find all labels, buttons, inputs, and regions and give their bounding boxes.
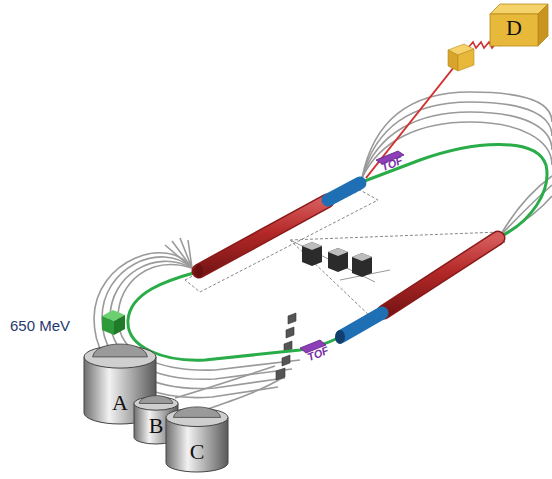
detector-box: D [490,4,548,46]
dump-block [302,242,372,277]
source-cylinder: C [166,402,228,472]
recirculation-pass [362,112,552,178]
dump-block [352,253,372,261]
linac-cavity [199,201,327,271]
target-box [448,44,474,71]
injector-line [205,378,282,410]
cylinder-dome [173,407,220,418]
injector-line [175,366,282,410]
recirculation-pass [362,92,552,236]
injector-cube [114,315,125,335]
dump-block [328,248,348,256]
recirculation-pass [500,176,552,236]
linac [195,183,498,344]
gate-block [276,368,285,380]
linac-cavity [328,183,360,200]
dashed-region [185,190,505,318]
linac-cavity [195,264,203,278]
gate-block [276,313,296,380]
target-box [448,50,458,71]
box-front [490,14,538,46]
gate-block [286,327,294,338]
energy-label: 650 MeV [10,318,70,333]
dump-block [302,242,322,266]
recirculation-pass [362,102,552,178]
dashed-region [290,232,505,318]
linac-cavity [384,238,498,312]
fan-line [165,238,192,268]
injector-cube [102,316,114,335]
dashed-region [185,190,378,292]
node-letter: B [149,415,164,437]
extraction-line [366,62,458,178]
cylinder-dome [139,396,172,404]
node-letter: C [190,441,205,463]
linac-cavity [335,330,345,344]
gate-block [282,355,290,366]
recirculation-pass [362,92,552,178]
recirculation-pass [500,196,552,236]
node-letter: D [506,17,522,39]
node-letter: A [112,392,128,414]
injector-cube [102,310,125,335]
support-line [290,240,375,282]
dump-block [352,253,372,277]
dump-block [328,248,348,272]
linac-cavity [384,238,498,312]
target-box [458,49,474,71]
linac-cavity [342,313,382,336]
box-side [538,4,548,46]
gate-block [288,313,296,324]
linac-cavity [199,201,327,271]
cylinder-dome [93,344,148,357]
injector-line [175,366,275,398]
beam-path [128,144,547,360]
dump-block [302,242,322,250]
